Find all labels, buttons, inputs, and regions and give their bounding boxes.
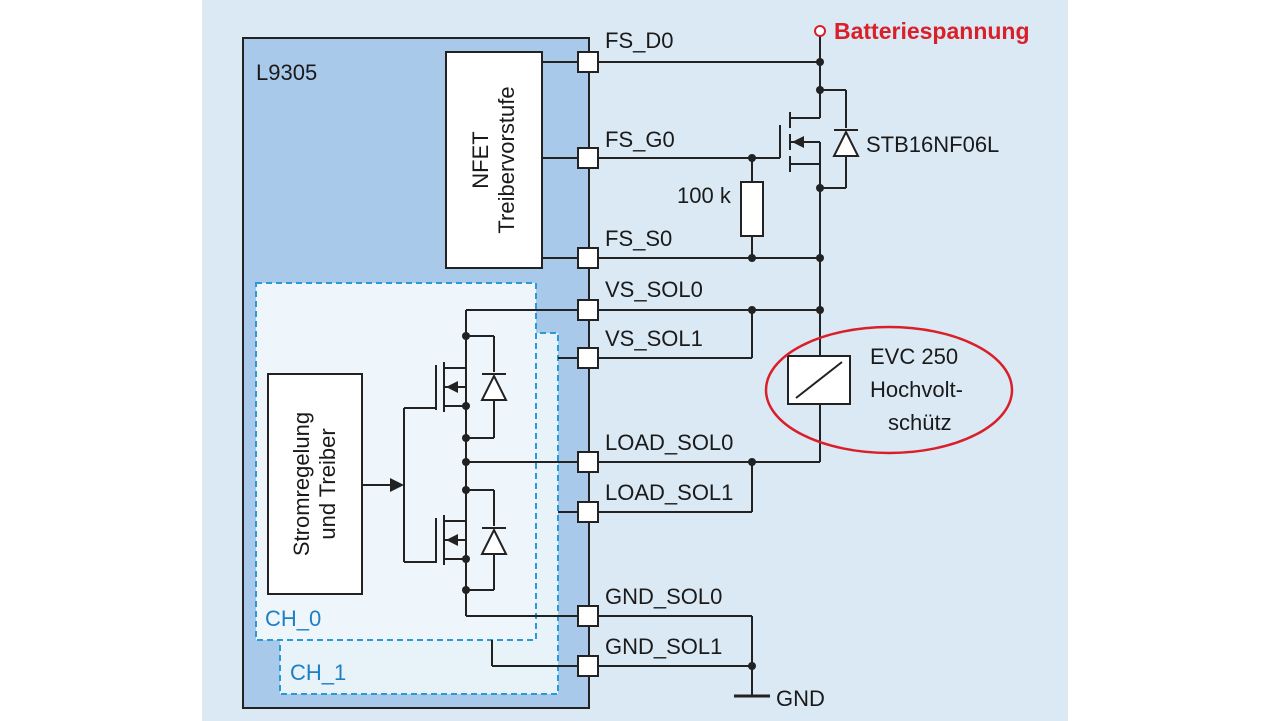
label-fs-s0: FS_S0 — [605, 226, 672, 251]
pin-gnd-sol0 — [577, 605, 599, 627]
pin-load-sol0 — [577, 451, 599, 473]
pin-vs-sol1 — [577, 347, 599, 369]
nfet-label-line1: NFET — [468, 131, 493, 188]
pin-fs-g0 — [577, 147, 599, 169]
mosfet-label: STB16NF06L — [866, 132, 999, 157]
pin-fs-s0 — [577, 247, 599, 269]
contactor-label-line2: Hochvolt- — [870, 377, 963, 402]
pin-fs-d0 — [577, 51, 599, 73]
pin-vs-sol0 — [577, 299, 599, 321]
battery-terminal — [814, 25, 826, 37]
pin-gnd-sol1 — [577, 655, 599, 677]
label-fs-g0: FS_G0 — [605, 127, 675, 152]
channel-0-label: CH_0 — [265, 606, 321, 631]
battery-label: Batteriespannung — [834, 18, 1030, 44]
contactor-label-line3: schütz — [888, 410, 952, 435]
channel-1-label: CH_1 — [290, 660, 346, 685]
label-gnd-sol0: GND_SOL0 — [605, 584, 722, 609]
label-vs-sol0: VS_SOL0 — [605, 277, 703, 302]
resistor-100k — [740, 181, 764, 237]
pin-load-sol1 — [577, 501, 599, 523]
external-mosfet — [752, 62, 860, 258]
current-control-line2: und Treiber — [315, 428, 340, 539]
label-gnd-sol1: GND_SOL1 — [605, 634, 722, 659]
label-vs-sol1: VS_SOL1 — [605, 326, 703, 351]
current-control-line1: Stromregelung — [289, 412, 314, 556]
contactor-label-line1: EVC 250 — [870, 344, 958, 369]
resistor-label: 100 k — [677, 183, 732, 208]
label-fs-d0: FS_D0 — [605, 28, 673, 53]
chip-name: L9305 — [256, 60, 317, 85]
nfet-label-line2: Treibervorstufe — [494, 86, 519, 233]
label-load-sol1: LOAD_SOL1 — [605, 480, 733, 505]
label-load-sol0: LOAD_SOL0 — [605, 430, 733, 455]
contactor-highlight — [764, 325, 1014, 455]
gnd-label: GND — [776, 686, 825, 711]
nfet-driver-block — [445, 51, 543, 269]
